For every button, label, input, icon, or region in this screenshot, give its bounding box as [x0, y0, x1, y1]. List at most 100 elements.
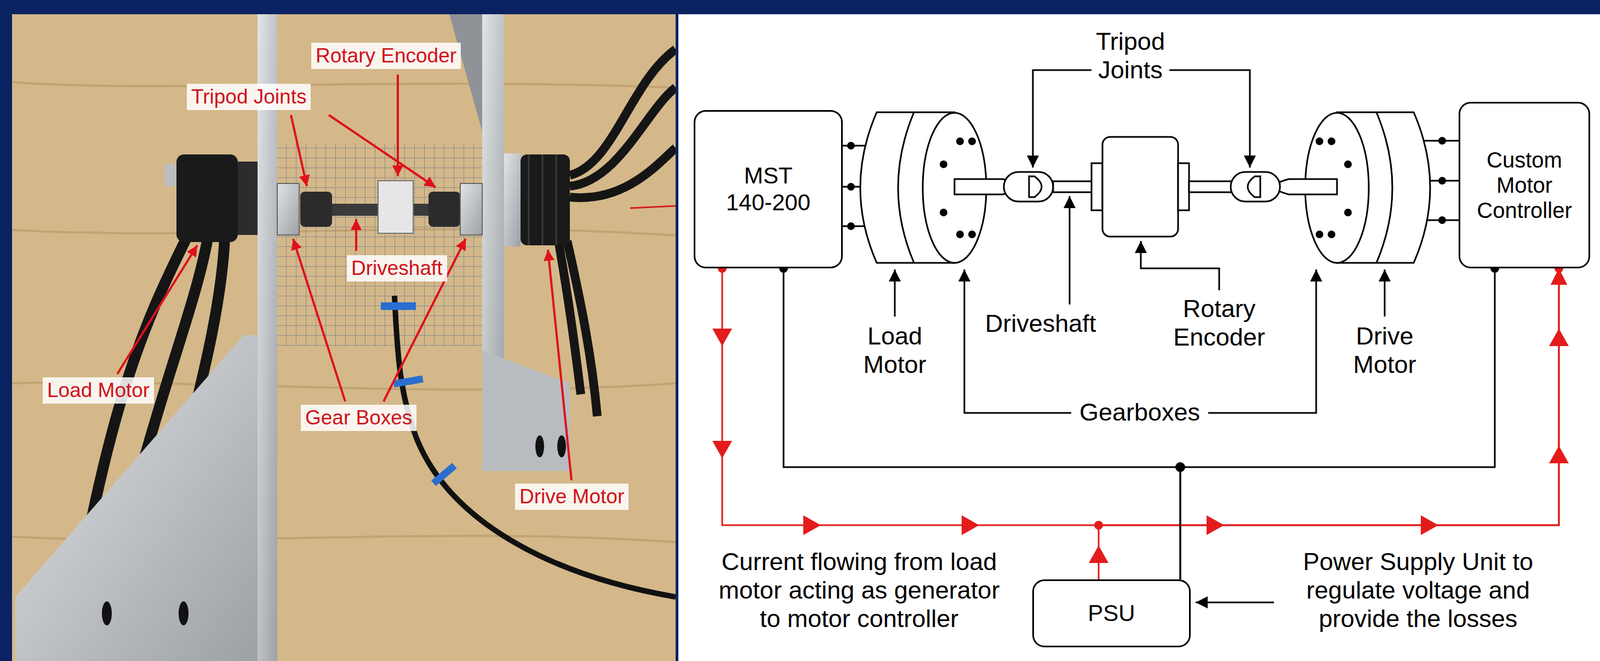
load-motor-ring: [237, 161, 258, 236]
leader-line: [1032, 70, 1092, 168]
drive-motor-cables: [558, 49, 676, 417]
encoder-cable: [394, 295, 676, 598]
motor-controller-box: Custom Motor Controller: [1458, 101, 1591, 269]
part-callout: Load Motor: [840, 322, 950, 380]
terminal-dot: [847, 183, 855, 191]
left-gusset: [15, 335, 258, 661]
leader-line: [290, 115, 307, 187]
power-supply-box: PSU: [1032, 579, 1191, 648]
leader-line: [355, 219, 358, 251]
terminal-dot: [847, 141, 855, 150]
photo-part-label: Gear Boxes: [300, 404, 417, 432]
driveshaft-symbol: [1189, 181, 1232, 193]
tripod-joint-symbol: [1003, 172, 1054, 202]
bolt-dot: [939, 160, 948, 169]
left-plate: [257, 14, 278, 661]
leader-line: [1195, 602, 1274, 604]
node-text: MST 140-200: [718, 162, 818, 216]
drive-motor-ring: [504, 153, 521, 247]
bolt-dot: [1315, 137, 1324, 146]
leader-line: [328, 115, 436, 188]
part-callout: Gearboxes: [1073, 398, 1206, 427]
bolt-dot: [968, 230, 976, 239]
part-callout: Drive Motor: [1329, 322, 1440, 380]
terminal-dot: [1438, 136, 1447, 145]
motor-ribs: [528, 154, 557, 246]
bolt: [178, 601, 189, 626]
leader-line: [964, 269, 1072, 414]
bolt-dot: [1327, 230, 1336, 239]
gearbox: [460, 183, 483, 236]
leader-line: [1069, 196, 1071, 305]
annotation-note: Current flowing from load motor acting a…: [708, 547, 1010, 633]
motor-connector: [164, 164, 178, 187]
photo-leaders: [117, 74, 572, 481]
encoder-flange: [1178, 163, 1190, 211]
part-callout: Rotary Encoder: [1164, 294, 1274, 352]
terminal-dot: [847, 222, 855, 231]
wood-grain: [12, 82, 676, 543]
right-gusset: [449, 14, 483, 132]
leader-line: [293, 238, 346, 402]
tripod-joint: [428, 191, 461, 227]
photo-part-label: Load Motor: [42, 377, 154, 404]
plywood-base: [12, 14, 676, 661]
callout-leaders: [894, 70, 1385, 603]
leader-line: [117, 245, 198, 375]
bolt-dot: [968, 137, 976, 146]
bolt-dot: [956, 137, 964, 146]
bolt: [535, 435, 545, 458]
tripod-joint-symbol: [1230, 172, 1280, 202]
power-analyzer-box: MST 140-200: [693, 110, 843, 269]
bolt-dot: [1315, 230, 1324, 239]
part-callout: Driveshaft: [969, 309, 1112, 339]
gearbox: [277, 183, 300, 236]
annotation-note: Power Supply Unit to regulate voltage an…: [1281, 547, 1556, 633]
schematic-drawing: [842, 112, 1459, 264]
bolt-dot: [1327, 137, 1336, 146]
schematic-panel: [678, 14, 1600, 661]
rig-photo: [12, 14, 676, 661]
part-callout: Tripod Joints: [1075, 27, 1186, 85]
photo-part-label: Rotary Encoder: [311, 42, 461, 70]
leader-line: [1140, 241, 1220, 291]
blue-tape: [380, 302, 416, 311]
tripod-joint-cup: [1029, 176, 1042, 198]
photo-part-label: Driveshaft: [346, 255, 448, 282]
leader-line: [547, 249, 572, 481]
terminal-dot: [1438, 216, 1447, 225]
rotary-encoder: [378, 180, 414, 234]
gearbox-output: [1274, 179, 1337, 195]
load-motor-body: [176, 154, 238, 243]
node-text: PSU: [1087, 600, 1135, 627]
bolt-dot: [939, 208, 948, 217]
driveshaft-symbol: [1053, 181, 1093, 193]
tripod-joint-cup: [1247, 176, 1261, 198]
blue-tape: [392, 375, 424, 388]
load-motor-edge: [898, 112, 914, 264]
right-bracket: [482, 350, 570, 472]
dots: [847, 136, 1447, 239]
flow-arrows: [712, 264, 1569, 564]
bus-dots: [779, 264, 1500, 473]
current-flow-line: [722, 268, 1559, 526]
bolt-dot: [1344, 160, 1352, 169]
tripod-joint: [300, 191, 333, 227]
blue-tape: [431, 463, 457, 487]
red-wire: [630, 206, 676, 209]
leader-line: [1169, 70, 1250, 168]
drive-motor-edge: [1376, 112, 1393, 264]
leader-line: [1384, 269, 1386, 317]
terminal-dot: [1438, 176, 1447, 185]
bolt-dot: [1344, 208, 1352, 217]
leader-line: [894, 269, 896, 317]
encoder-symbol: [1102, 136, 1179, 237]
bolt: [557, 435, 567, 458]
encoder-flange: [1091, 163, 1103, 211]
mesh-guard: [277, 143, 483, 347]
bolt-dot: [956, 230, 964, 239]
drive-motor-body: [520, 154, 570, 246]
photo-part-label: Tripod Joints: [186, 83, 311, 111]
photo-part-label: Drive Motor: [515, 483, 629, 511]
